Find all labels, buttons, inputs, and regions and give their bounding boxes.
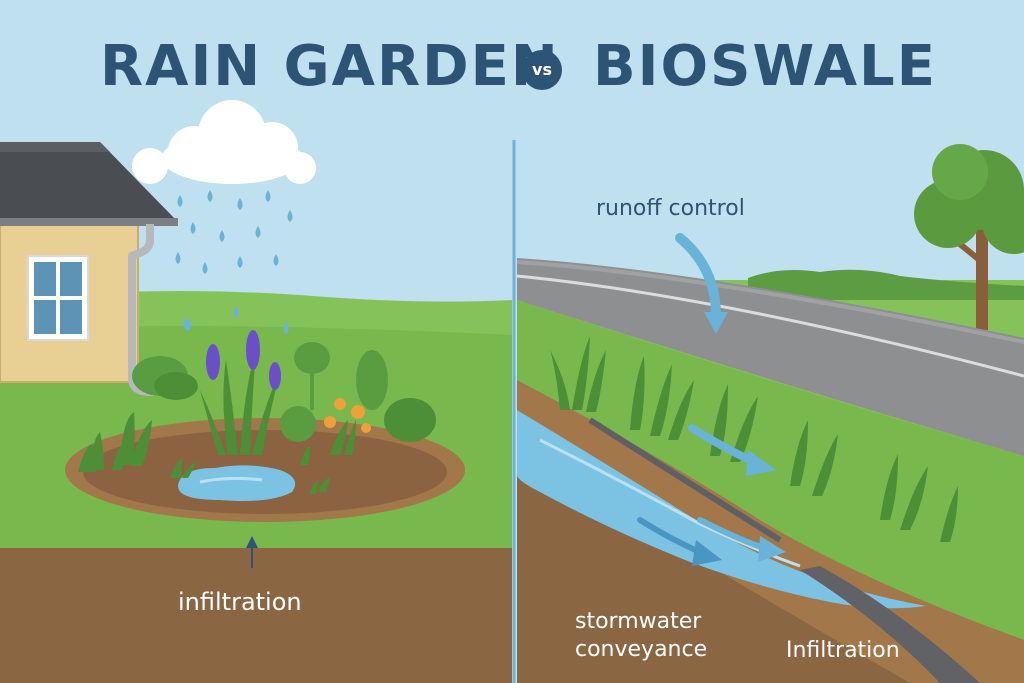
- rain-garden-panel: [0, 100, 512, 683]
- label-infiltration-rain-garden: infiltration: [178, 588, 302, 616]
- hedge: [748, 269, 1024, 300]
- lavender-flowers: [185, 319, 281, 390]
- label-runoff-control: runoff control: [596, 196, 745, 221]
- orange-flowers: [324, 398, 371, 433]
- title-bioswale: BIOSWALE: [593, 34, 937, 99]
- bioswale-panel: [516, 144, 1024, 683]
- flow-arrow-icon: [637, 233, 786, 566]
- title-rain-garden: RAIN GARDEN: [100, 34, 560, 99]
- underdrain: [588, 417, 782, 543]
- swale-grasses: [550, 336, 958, 542]
- label-stormwater-conveyance: stormwater conveyance: [575, 608, 707, 664]
- label-stormwater-line1: stormwater: [575, 609, 702, 634]
- raindrop-icon: [175, 190, 293, 334]
- water-channel: [517, 410, 926, 609]
- label-infiltration-bioswale: Infiltration: [786, 638, 900, 663]
- vs-badge: vs: [522, 50, 562, 90]
- soil-layer: [0, 548, 512, 683]
- cloud-icon: [132, 100, 316, 184]
- flow-arrow-icon: [246, 536, 258, 568]
- tree-icon: [914, 144, 1024, 330]
- plants: [78, 342, 436, 494]
- road: [517, 258, 1024, 456]
- house-icon: [0, 142, 178, 396]
- label-stormwater-line2: conveyance: [575, 637, 708, 662]
- water-pond: [178, 465, 296, 501]
